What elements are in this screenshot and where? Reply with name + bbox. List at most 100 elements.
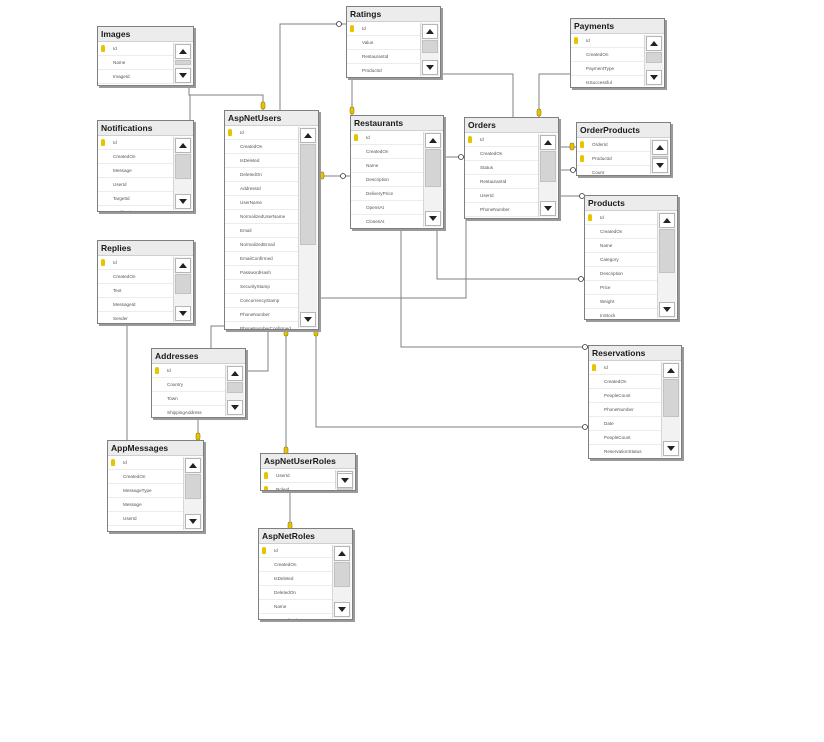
vertical-scrollbar[interactable] (644, 35, 663, 86)
column-row[interactable]: PhoneNumber (465, 203, 538, 217)
scroll-down-arrow-icon[interactable] (422, 60, 438, 75)
column-row[interactable]: CreatedOn (571, 48, 644, 62)
column-row[interactable]: PeopleCount (589, 389, 661, 403)
column-row[interactable]: UserId (108, 512, 183, 526)
column-row[interactable]: RestaurantId (465, 175, 538, 189)
column-row[interactable]: Status (108, 526, 183, 531)
column-row[interactable]: Name (259, 600, 332, 614)
scroll-down-arrow-icon[interactable] (227, 400, 243, 415)
vertical-scrollbar[interactable] (298, 127, 317, 328)
column-row[interactable]: UserName (225, 196, 298, 210)
column-row[interactable]: IsDeleted (259, 572, 332, 586)
column-row[interactable]: Id (585, 211, 657, 225)
column-row[interactable]: UserId (98, 178, 173, 192)
scroll-down-arrow-icon[interactable] (175, 68, 191, 83)
vertical-scrollbar[interactable] (225, 365, 244, 416)
column-row[interactable]: Id (98, 136, 173, 150)
column-row[interactable]: Date (589, 417, 661, 431)
column-row[interactable]: Id (465, 133, 538, 147)
scroll-thumb[interactable] (663, 379, 679, 417)
scroll-up-arrow-icon[interactable] (422, 24, 438, 39)
scroll-up-arrow-icon[interactable] (185, 458, 201, 473)
scroll-thumb[interactable] (646, 52, 662, 63)
column-row[interactable]: Id (589, 361, 661, 375)
column-row[interactable]: Message (108, 498, 183, 512)
scroll-thumb[interactable] (175, 60, 191, 65)
column-row[interactable]: NotificationType (98, 206, 173, 211)
scroll-up-arrow-icon[interactable] (175, 258, 191, 273)
column-row[interactable]: Id (108, 456, 183, 470)
column-row[interactable]: Text (98, 284, 173, 298)
scroll-thumb[interactable] (185, 474, 201, 499)
column-row[interactable]: Name (585, 239, 657, 253)
scroll-thumb[interactable] (175, 274, 191, 294)
column-row[interactable]: EmailConfirmed (225, 252, 298, 266)
relationship-line[interactable] (400, 229, 588, 348)
vertical-scrollbar[interactable] (335, 470, 354, 490)
column-row[interactable]: RoleId (261, 483, 335, 490)
scroll-up-arrow-icon[interactable] (425, 133, 441, 148)
vertical-scrollbar[interactable] (173, 257, 192, 322)
column-row[interactable]: ProductId (347, 64, 420, 77)
scroll-down-arrow-icon[interactable] (185, 514, 201, 529)
column-row[interactable]: DeletedOn (225, 168, 298, 182)
relationship-line[interactable] (538, 73, 570, 117)
column-row[interactable]: IsDeleted (225, 154, 298, 168)
column-row[interactable]: ClosesAt (351, 215, 423, 228)
column-row[interactable]: PeopleCount (589, 431, 661, 445)
column-row[interactable]: InStock (585, 309, 657, 319)
column-row[interactable]: DeliveryPrice (351, 187, 423, 201)
column-row[interactable]: ShippingAddress (152, 406, 225, 417)
vertical-scrollbar[interactable] (420, 23, 439, 76)
column-row[interactable]: CreatedOn (465, 147, 538, 161)
relationship-line[interactable] (246, 330, 269, 372)
column-row[interactable]: Id (152, 364, 225, 378)
column-row[interactable]: Price (585, 281, 657, 295)
column-row[interactable]: Id (571, 34, 644, 48)
relationship-line[interactable] (279, 23, 346, 110)
column-row[interactable]: PhoneNumberConfirmed (225, 322, 298, 329)
scroll-down-arrow-icon[interactable] (300, 312, 316, 327)
scroll-down-arrow-icon[interactable] (652, 158, 668, 173)
column-row[interactable]: OpensAt (351, 201, 423, 215)
column-row[interactable]: IsSuccessful (571, 76, 644, 87)
vertical-scrollbar[interactable] (332, 545, 351, 618)
column-row[interactable]: NormalizedUserName (225, 210, 298, 224)
scroll-down-arrow-icon[interactable] (175, 306, 191, 321)
column-row[interactable]: PasswordHash (225, 266, 298, 280)
scroll-thumb[interactable] (175, 154, 191, 179)
scroll-up-arrow-icon[interactable] (175, 138, 191, 153)
column-row[interactable]: ConcurrencyStamp (225, 294, 298, 308)
column-row[interactable]: CreatedOn (98, 270, 173, 284)
column-row[interactable]: Id (98, 42, 173, 56)
table-images[interactable]: ImagesIdNameImageIdCreated... (97, 26, 194, 86)
column-row[interactable]: SecurityStamp (225, 280, 298, 294)
scroll-up-arrow-icon[interactable] (540, 135, 556, 150)
scroll-down-arrow-icon[interactable] (646, 70, 662, 85)
relationship-line[interactable] (436, 229, 584, 280)
relationship-line[interactable] (315, 330, 588, 428)
column-row[interactable]: CreatedOn (259, 558, 332, 572)
column-row[interactable]: PaymentId (465, 217, 538, 218)
column-row[interactable]: CreatedOn (585, 225, 657, 239)
scroll-up-arrow-icon[interactable] (300, 128, 316, 143)
column-row[interactable]: Country (152, 378, 225, 392)
column-row[interactable]: Id (347, 22, 420, 36)
column-row[interactable]: UserId (261, 469, 335, 483)
column-row[interactable]: Description (351, 173, 423, 187)
scroll-up-arrow-icon[interactable] (175, 44, 191, 59)
column-row[interactable]: Weight (585, 295, 657, 309)
column-row[interactable]: Status (465, 161, 538, 175)
column-row[interactable]: ImageId (98, 70, 173, 84)
